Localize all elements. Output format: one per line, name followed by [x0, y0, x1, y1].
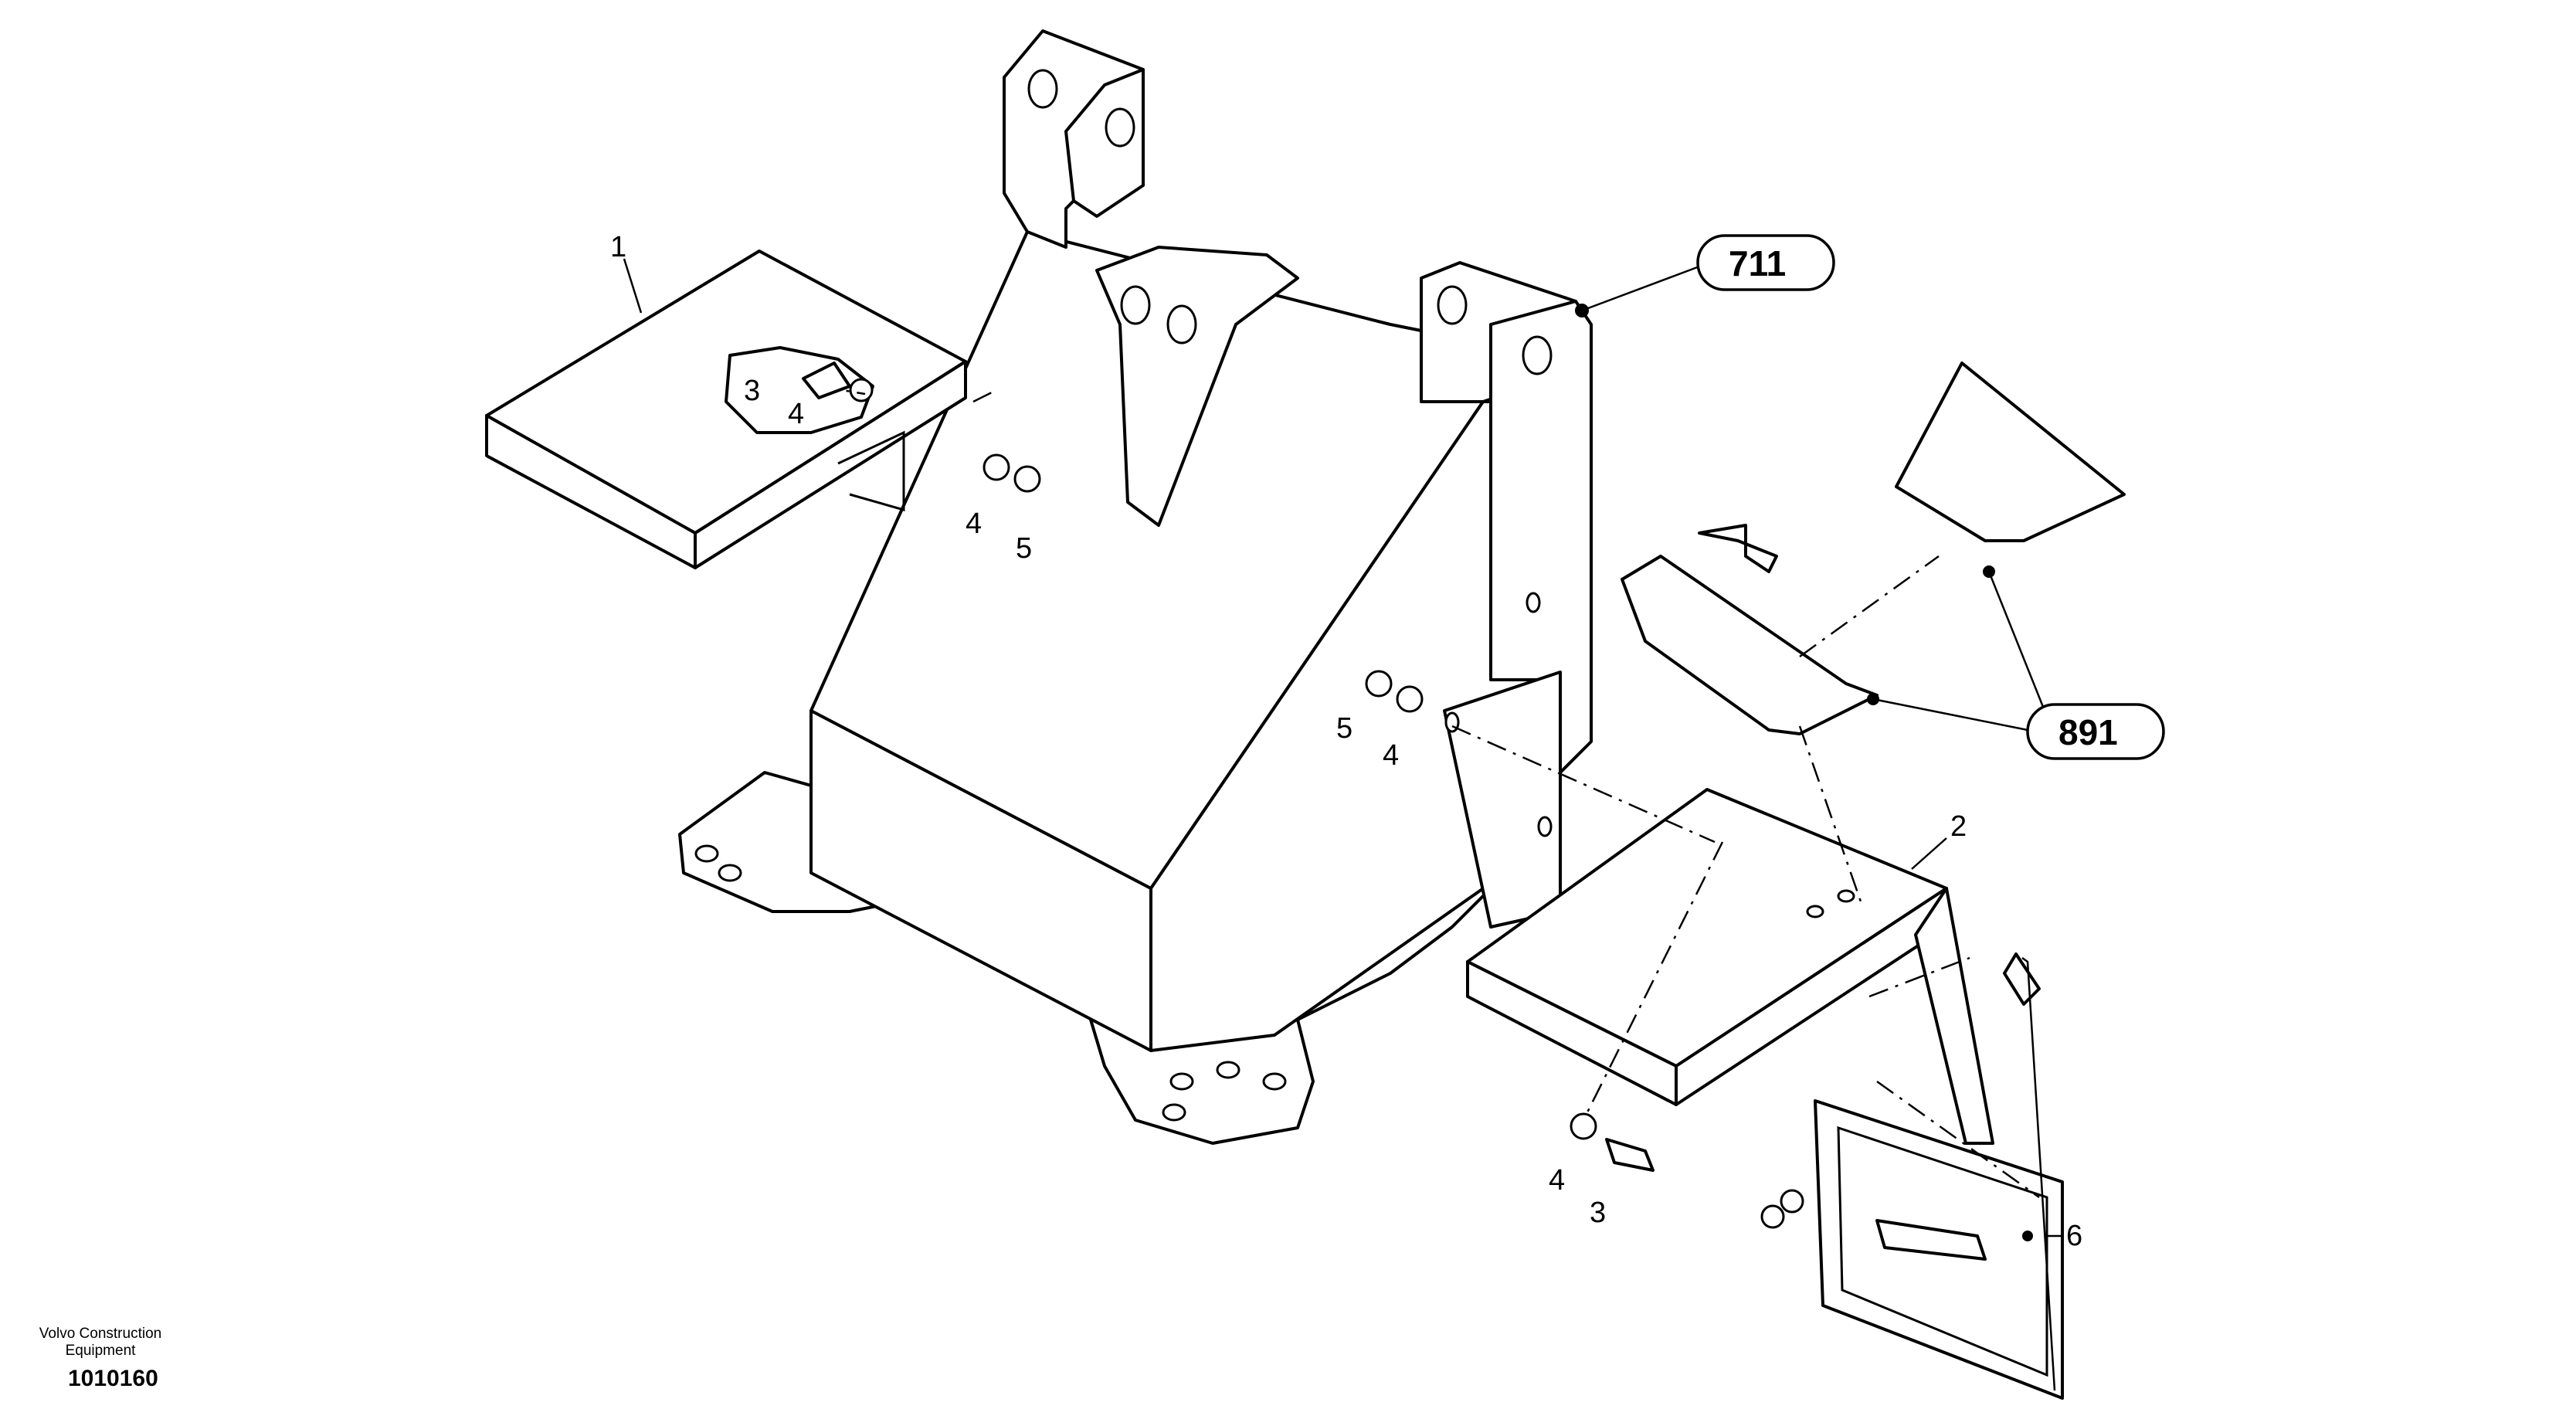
reference-711: 711 [1575, 234, 1835, 317]
drawing-id: 1010160 [68, 1366, 158, 1391]
callout-4c: 4 [1383, 739, 1399, 772]
callout-3b: 3 [1590, 1197, 1606, 1229]
fasteners [802, 362, 2041, 1241]
mudguard-left [485, 250, 967, 569]
reference-891: 891 [1867, 565, 2165, 760]
callout-4d: 4 [1549, 1164, 1565, 1197]
mud-flap [1814, 1099, 2064, 1400]
mudguard-right [1466, 788, 1994, 1145]
callouts: 1 2 3 4 4 5 5 4 4 3 6 [610, 231, 2082, 1391]
callout-3: 3 [744, 375, 760, 407]
callout-5b: 5 [1336, 712, 1352, 745]
callout-4b: 4 [966, 508, 982, 540]
callout-2: 2 [1950, 810, 1967, 843]
callout-4: 4 [788, 398, 804, 430]
ref-711-label: 711 [1729, 243, 1786, 283]
front-frame [678, 29, 1593, 1145]
callout-6: 6 [2066, 1220, 2082, 1252]
wheel-chock [1621, 362, 2126, 735]
brand-line-1: Volvo Construction [39, 1326, 162, 1342]
callout-1: 1 [610, 231, 626, 263]
brand-line-2: Equipment [65, 1343, 136, 1359]
ref-891-label: 891 [2058, 712, 2118, 752]
callout-5: 5 [1016, 532, 1032, 565]
brand-label: Volvo Construction Equipment [23, 1326, 178, 1360]
